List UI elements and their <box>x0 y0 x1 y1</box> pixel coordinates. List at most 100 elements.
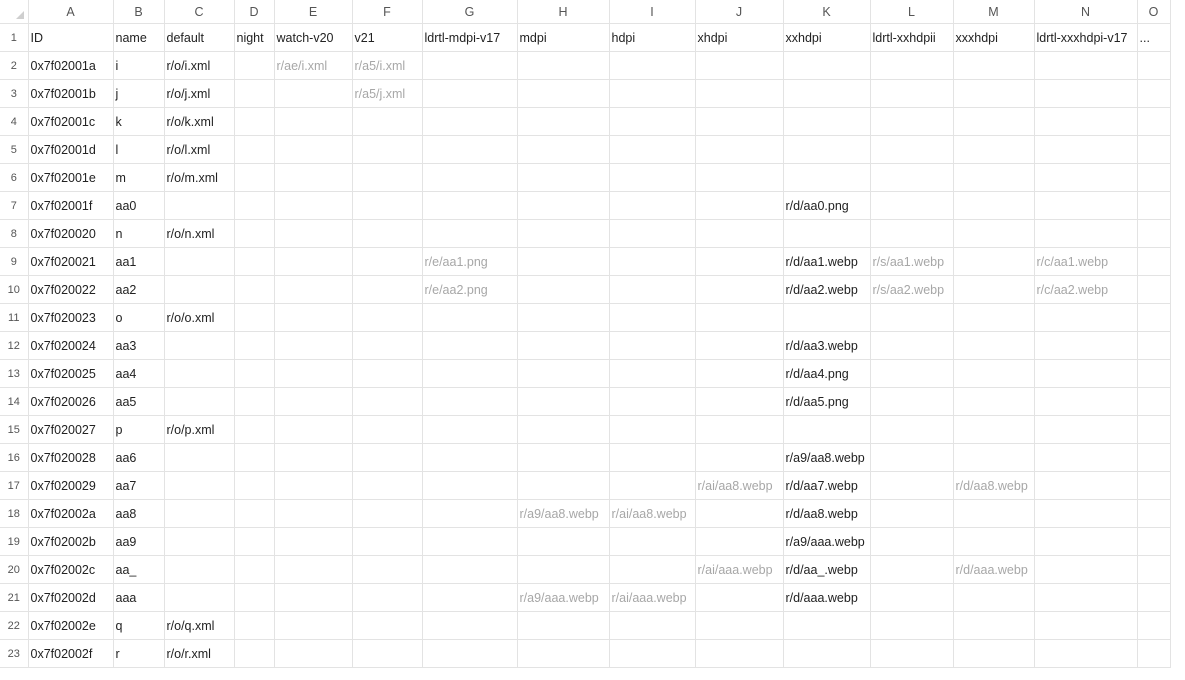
cell-h19[interactable] <box>517 527 610 556</box>
cell-a16[interactable]: 0x7f020028 <box>28 443 114 472</box>
cell-f8[interactable] <box>352 219 423 248</box>
cell-f10[interactable] <box>352 275 423 304</box>
cell-f18[interactable] <box>352 499 423 528</box>
cell-i10[interactable] <box>609 275 696 304</box>
cell-m9[interactable] <box>953 247 1035 276</box>
cell-d11[interactable] <box>234 303 275 332</box>
cell-l19[interactable] <box>870 527 954 556</box>
cell-l8[interactable] <box>870 219 954 248</box>
cell-k8[interactable] <box>783 219 871 248</box>
cell-d16[interactable] <box>234 443 275 472</box>
row-header[interactable]: 9 <box>0 247 29 276</box>
cell-h8[interactable] <box>517 219 610 248</box>
cell-e13[interactable] <box>274 359 353 388</box>
cell-k12[interactable]: r/d/aa3.webp <box>783 331 871 360</box>
cell-m13[interactable] <box>953 359 1035 388</box>
cell-h13[interactable] <box>517 359 610 388</box>
cell-l5[interactable] <box>870 135 954 164</box>
cell-e7[interactable] <box>274 191 353 220</box>
cell-h16[interactable] <box>517 443 610 472</box>
cell-o9[interactable] <box>1137 247 1171 276</box>
cell-e23[interactable] <box>274 639 353 668</box>
cell-c10[interactable] <box>164 275 235 304</box>
cell-n8[interactable] <box>1034 219 1138 248</box>
cell-h22[interactable] <box>517 611 610 640</box>
cell-g13[interactable] <box>422 359 518 388</box>
cell-l2[interactable] <box>870 51 954 80</box>
cell-m5[interactable] <box>953 135 1035 164</box>
cell-k22[interactable] <box>783 611 871 640</box>
cell-o7[interactable] <box>1137 191 1171 220</box>
cell-c6[interactable]: r/o/m.xml <box>164 163 235 192</box>
cell-l4[interactable] <box>870 107 954 136</box>
cell-o15[interactable] <box>1137 415 1171 444</box>
cell-g14[interactable] <box>422 387 518 416</box>
cell-a9[interactable]: 0x7f020021 <box>28 247 114 276</box>
row-header[interactable]: 18 <box>0 499 29 528</box>
cell-d13[interactable] <box>234 359 275 388</box>
cell-e21[interactable] <box>274 583 353 612</box>
cell-a12[interactable]: 0x7f020024 <box>28 331 114 360</box>
cell-j4[interactable] <box>695 107 784 136</box>
cell-h4[interactable] <box>517 107 610 136</box>
cell-n15[interactable] <box>1034 415 1138 444</box>
cell-c15[interactable]: r/o/p.xml <box>164 415 235 444</box>
cell-m11[interactable] <box>953 303 1035 332</box>
cell-l14[interactable] <box>870 387 954 416</box>
cell-j10[interactable] <box>695 275 784 304</box>
cell-b4[interactable]: k <box>113 107 165 136</box>
cell-f12[interactable] <box>352 331 423 360</box>
cell-b3[interactable]: j <box>113 79 165 108</box>
cell-m19[interactable] <box>953 527 1035 556</box>
cell-n3[interactable] <box>1034 79 1138 108</box>
cell-g18[interactable] <box>422 499 518 528</box>
cell-k2[interactable] <box>783 51 871 80</box>
cell-g5[interactable] <box>422 135 518 164</box>
cell-i21[interactable]: r/ai/aaa.webp <box>609 583 696 612</box>
cell-i18[interactable]: r/ai/aa8.webp <box>609 499 696 528</box>
cell-g15[interactable] <box>422 415 518 444</box>
cell-h3[interactable] <box>517 79 610 108</box>
cell-n18[interactable] <box>1034 499 1138 528</box>
cell-i7[interactable] <box>609 191 696 220</box>
cell-h11[interactable] <box>517 303 610 332</box>
cell-k20[interactable]: r/d/aa_.webp <box>783 555 871 584</box>
cell-f2[interactable]: r/a5/i.xml <box>352 51 423 80</box>
cell-h17[interactable] <box>517 471 610 500</box>
cell-j8[interactable] <box>695 219 784 248</box>
cell-l13[interactable] <box>870 359 954 388</box>
cell-f22[interactable] <box>352 611 423 640</box>
cell-m21[interactable] <box>953 583 1035 612</box>
cell-d23[interactable] <box>234 639 275 668</box>
row-header[interactable]: 3 <box>0 79 29 108</box>
cell-j2[interactable] <box>695 51 784 80</box>
cell-d1[interactable]: night <box>234 23 275 52</box>
cell-l6[interactable] <box>870 163 954 192</box>
cell-d20[interactable] <box>234 555 275 584</box>
cell-a21[interactable]: 0x7f02002d <box>28 583 114 612</box>
cell-j13[interactable] <box>695 359 784 388</box>
cell-e9[interactable] <box>274 247 353 276</box>
cell-i4[interactable] <box>609 107 696 136</box>
cell-d15[interactable] <box>234 415 275 444</box>
row-header[interactable]: 15 <box>0 415 29 444</box>
cell-l23[interactable] <box>870 639 954 668</box>
cell-f21[interactable] <box>352 583 423 612</box>
cell-m20[interactable]: r/d/aaa.webp <box>953 555 1035 584</box>
cell-f5[interactable] <box>352 135 423 164</box>
cell-o18[interactable] <box>1137 499 1171 528</box>
cell-b18[interactable]: aa8 <box>113 499 165 528</box>
cell-l15[interactable] <box>870 415 954 444</box>
cell-i23[interactable] <box>609 639 696 668</box>
cell-l3[interactable] <box>870 79 954 108</box>
cell-d7[interactable] <box>234 191 275 220</box>
cell-o20[interactable] <box>1137 555 1171 584</box>
cell-l12[interactable] <box>870 331 954 360</box>
cell-a20[interactable]: 0x7f02002c <box>28 555 114 584</box>
cell-b11[interactable]: o <box>113 303 165 332</box>
cell-i9[interactable] <box>609 247 696 276</box>
cell-e2[interactable]: r/ae/i.xml <box>274 51 353 80</box>
cell-n5[interactable] <box>1034 135 1138 164</box>
cell-n13[interactable] <box>1034 359 1138 388</box>
